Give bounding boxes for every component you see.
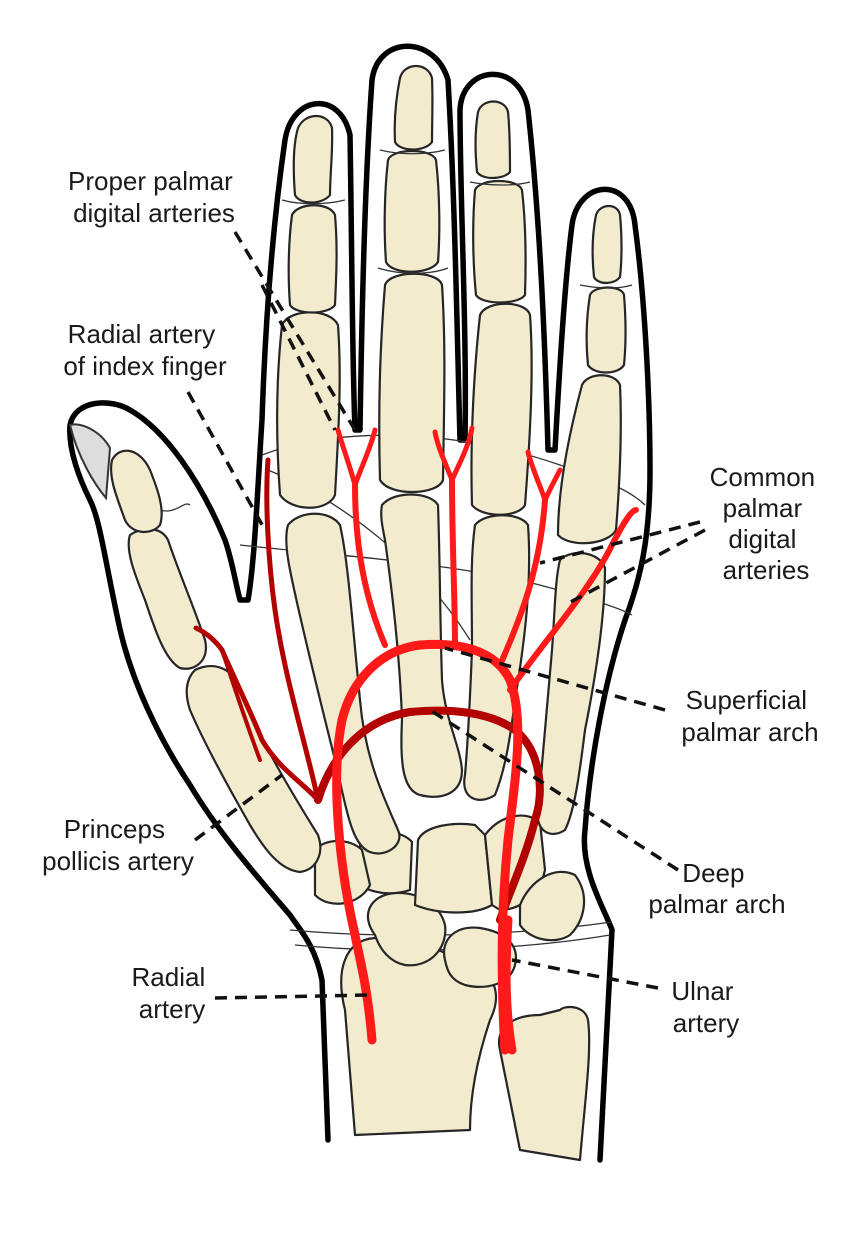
little-proximal-phalanx xyxy=(556,374,622,545)
proper-palmar-digital-artery xyxy=(449,425,475,483)
little-middle-phalanx xyxy=(585,286,627,374)
leader-radial-artery xyxy=(214,993,371,1000)
joint-line xyxy=(281,199,346,205)
label-radial-artery-index-finger: Radial artery of index finger xyxy=(63,319,227,381)
index-middle-phalanx xyxy=(287,204,338,314)
proper-palmar-digital-artery xyxy=(335,427,358,488)
leader-princeps xyxy=(193,773,284,842)
proper-palmar-digital-artery xyxy=(525,449,548,503)
label-deep-palmar-arch: Deep palmar arch xyxy=(648,858,785,919)
leader-deep-arch xyxy=(429,708,679,872)
leader-radial-index xyxy=(186,391,267,531)
label-princeps-pollicis: Princeps pollicis artery xyxy=(42,814,194,876)
little-distal-phalanx xyxy=(591,204,623,285)
joint-line xyxy=(579,284,633,289)
ring-proximal-phalanx xyxy=(470,302,533,516)
thumb-artery-branch xyxy=(193,625,225,653)
leader-proper-palmar-2 xyxy=(260,284,337,431)
middle-middle-phalanx xyxy=(383,150,441,273)
thumb-proximal-phalanx xyxy=(127,527,208,670)
joint-line xyxy=(377,267,449,274)
common-palmar-digital-artery xyxy=(449,477,458,648)
leader-common-palmar-2 xyxy=(564,528,706,607)
crease xyxy=(159,503,191,512)
ring-middle-phalanx xyxy=(472,179,527,304)
radial-artery xyxy=(350,930,377,1045)
label-ulnar-artery: Ulnar artery xyxy=(671,976,740,1038)
ring-distal-phalanx xyxy=(474,100,512,180)
joint-line xyxy=(469,181,531,186)
common-palmar-digital-artery xyxy=(497,497,548,668)
princeps-pollicis-artery xyxy=(219,647,321,803)
proper-palmar-digital-artery xyxy=(352,427,378,488)
label-superficial-palmar-arch: Superficial palmar arch xyxy=(681,685,818,747)
superficial-palmar-arch xyxy=(332,639,523,1055)
proper-palmar-digital-artery xyxy=(432,429,455,483)
joint-line xyxy=(379,149,446,155)
common-palmar-digital-artery xyxy=(352,482,388,648)
proper-palmar-digital-artery xyxy=(542,467,563,503)
label-proper-palmar: Proper palmar digital arteries xyxy=(68,166,240,228)
middle-proximal-phalanx xyxy=(378,272,446,494)
carpal-bone xyxy=(413,822,494,914)
radial-artery-of-index-finger xyxy=(264,457,321,803)
ulnar-artery xyxy=(501,915,517,1055)
thumb-artery-branch xyxy=(220,648,262,762)
leader-ulnar-artery xyxy=(511,958,659,990)
middle-distal-phalanx xyxy=(393,64,434,151)
thumb-distal-phalanx xyxy=(110,449,163,533)
common-palmar-digital-artery xyxy=(507,507,639,693)
little-metacarpal xyxy=(536,551,607,835)
index-proximal-phalanx xyxy=(276,311,341,509)
index-distal-phalanx xyxy=(292,114,334,204)
label-radial-artery: Radial artery xyxy=(132,962,213,1024)
carpal-bone xyxy=(518,870,586,942)
leader-common-palmar-1 xyxy=(539,520,701,565)
label-common-palmar-digital: Common palmar digital arteries xyxy=(710,462,823,585)
carpal-bone xyxy=(366,891,447,967)
index-metacarpal xyxy=(285,512,401,855)
leader-superficial-arch xyxy=(444,646,666,712)
thumb-nail xyxy=(68,423,112,501)
